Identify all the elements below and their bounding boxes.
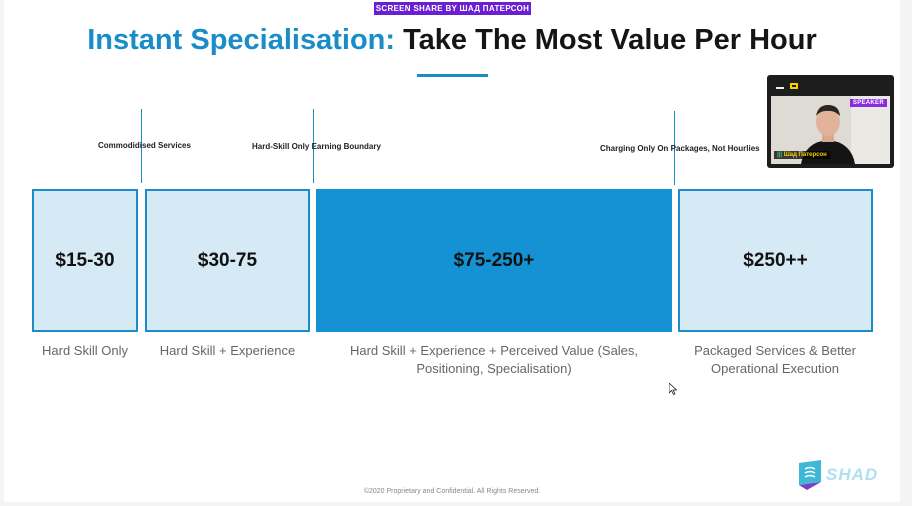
tier-box-75-250: $75-250+ — [316, 189, 672, 332]
boundary-line-commodidised — [141, 109, 142, 183]
speaker-name-tag: ||| Шад Патерсон — [774, 151, 830, 159]
shad-logo-icon — [799, 460, 821, 490]
title-accent: Instant Specialisation: — [87, 24, 396, 56]
tier-caption-packaged-services: Packaged Services & Better Operational E… — [670, 342, 880, 378]
tier-box-15-30: $15-30 — [32, 189, 138, 332]
boundary-label-hard-skill: Hard-Skill Only Earning Boundary — [252, 142, 381, 151]
footer-copyright: ©2020 Proprietary and Confidential. All … — [363, 488, 541, 495]
mouse-cursor-icon — [669, 383, 677, 395]
tier-caption-perceived-value: Hard Skill + Experience + Perceived Valu… — [316, 342, 672, 378]
boundary-label-commodidised: Commodidised Services — [98, 141, 191, 150]
logo-text: SHAD — [826, 465, 879, 484]
minimize-icon[interactable] — [776, 87, 784, 89]
caption-line: Positioning, Specialisation) — [416, 361, 572, 376]
caption-line: Packaged Services & Better — [694, 343, 856, 358]
title-underline — [417, 74, 488, 77]
tier-box-250-plus: $250++ — [678, 189, 873, 332]
boundary-label-packages: Charging Only On Packages, Not Hourlies — [600, 144, 760, 153]
tier-box-30-75: $30-75 — [145, 189, 310, 332]
screen-share-banner: SCREEN SHARE BY ШАД ПАТЕРСОН — [374, 2, 531, 15]
tier-caption-hard-skill-experience: Hard Skill + Experience — [159, 343, 296, 358]
tier-price: $75-250+ — [453, 249, 535, 271]
slide-title: Instant Specialisation: Take The Most Va… — [0, 24, 904, 57]
tier-caption-hard-skill-only: Hard Skill Only — [42, 343, 128, 358]
speaker-badge: SPEAKER — [849, 99, 887, 107]
boundary-line-hard-skill — [313, 109, 314, 183]
title-rest: Take The Most Value Per Hour — [403, 24, 817, 56]
webcam-overlay[interactable]: SPEAKER ||| Шад Патерсон — [767, 75, 894, 168]
tier-price: $15-30 — [55, 249, 115, 271]
speaker-video: SPEAKER ||| Шад Патерсон — [771, 96, 890, 164]
speaker-name: Шад Патерсон — [783, 152, 827, 158]
maximize-icon[interactable] — [790, 83, 798, 89]
shad-logo: SHAD — [797, 460, 878, 490]
caption-line: Hard Skill + Experience + Perceived Valu… — [349, 343, 639, 358]
tier-price: $250++ — [743, 249, 808, 271]
audio-level-icon: ||| — [777, 152, 783, 158]
tier-price: $30-75 — [197, 249, 258, 271]
caption-line: Operational Execution — [711, 361, 839, 376]
boundary-line-packages — [674, 111, 675, 185]
